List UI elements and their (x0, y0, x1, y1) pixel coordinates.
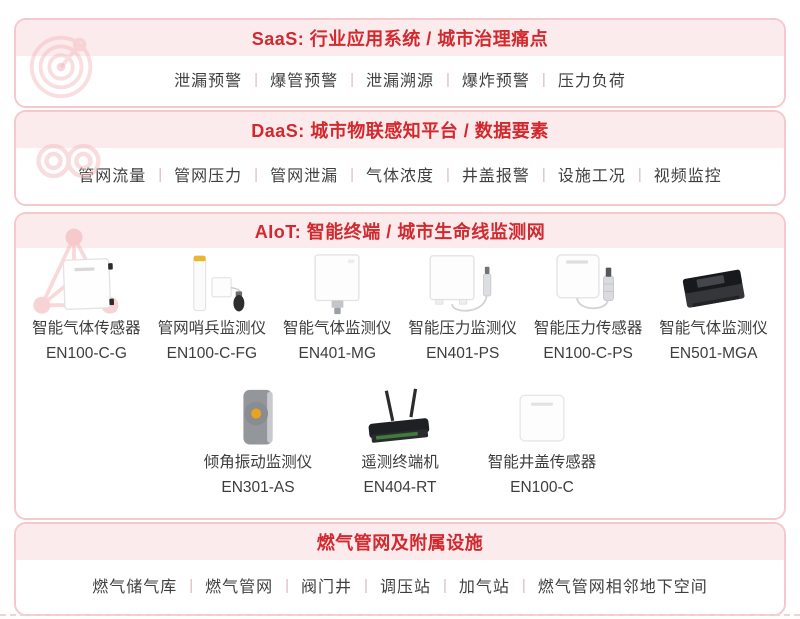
list-item: 泄漏溯源 (365, 73, 434, 90)
saas-title: SaaS: 行业应用系统 / 城市治理痛点 (251, 29, 549, 49)
list-item: 井盖报警 (461, 168, 530, 185)
product-model: EN100-C-PS (543, 345, 633, 362)
product-name: 管网哨兵监测仪 (157, 320, 267, 337)
product-card: 智能气体监测仪 EN401-MG (276, 254, 398, 366)
item-separator: | (350, 165, 354, 183)
list-item: 燃气管网 (205, 579, 274, 596)
product-model: EN401-MG (298, 345, 377, 362)
black-gas-monitor-image (653, 254, 775, 316)
item-separator: | (541, 165, 546, 183)
item-separator: | (285, 576, 290, 594)
item-separator: | (442, 576, 447, 594)
aiot-panel-header: AIoT: 智能终端 / 城市生命线监测网 (16, 214, 784, 248)
list-item: 燃气储气库 (92, 579, 178, 596)
product-card: 智能井盖传感器 EN100-C (476, 388, 608, 500)
product-card: 管网哨兵监测仪 EN100-C-FG (151, 254, 273, 366)
item-separator: | (158, 165, 163, 183)
item-separator: | (254, 165, 259, 183)
product-name: 智能压力监测仪 (408, 320, 517, 337)
list-item: 加气站 (458, 579, 510, 596)
daas-title: DaaS: 城市物联感知平台 / 数据要素 (251, 121, 549, 141)
product-model: EN100-C-G (45, 345, 127, 362)
list-item: 管网压力 (174, 168, 243, 185)
product-card: 智能气体监测仪 EN501-MGA (653, 254, 775, 366)
product-card: 智能压力传感器 EN100-C-PS (527, 254, 649, 366)
product-model: EN301-AS (221, 479, 295, 496)
list-item: 泄漏预警 (174, 73, 243, 90)
list-item: 视频监控 (653, 168, 722, 185)
tilt-vibration-monitor-image (192, 388, 324, 450)
saas-panel: SaaS: 行业应用系统 / 城市治理痛点 泄漏预警 | 爆管预警 | 泄漏溯源 | 爆炸预… (14, 18, 786, 108)
product-name: 智能井盖传感器 (487, 454, 597, 471)
item-separator: | (189, 576, 194, 594)
facilities-title: 燃气管网及附属设施 (316, 533, 484, 553)
list-item: 管网流量 (78, 168, 147, 185)
aiot-product-row-2: 倾角振动监测仪 EN301-AS 遥测终端机 EN404-RT 智能井盖传感器 EN100… (16, 388, 784, 500)
facilities-panel-header: 燃气管网及附属设施 (16, 524, 784, 560)
list-item: 阀门井 (301, 579, 353, 596)
list-item: 燃气管网相邻地下空间 (537, 579, 708, 596)
item-separator: | (446, 70, 450, 88)
list-item: 管网泄漏 (270, 168, 339, 185)
manhole-sensor-image (476, 388, 608, 450)
saas-items: 泄漏预警 | 爆管预警 | 泄漏溯源 | 爆炸预警 | 压力负荷 (16, 56, 784, 102)
product-card: 遥测终端机 EN404-RT (334, 388, 466, 500)
daas-panel-header: DaaS: 城市物联感知平台 / 数据要素 (16, 112, 784, 148)
product-name: 倾角振动监测仪 (203, 454, 313, 471)
product-name: 智能气体传感器 (32, 320, 141, 337)
product-name: 智能气体监测仪 (659, 320, 768, 337)
aiot-panel: AIoT: 智能终端 / 城市生命线监测网 智能气体传感器 EN100-C-G 管网… (14, 212, 786, 520)
list-item: 爆炸预警 (461, 73, 530, 90)
item-separator: | (541, 70, 546, 88)
pipeline-sentinel-image (151, 254, 273, 316)
saas-panel-header: SaaS: 行业应用系统 / 城市治理痛点 (16, 20, 784, 56)
daas-panel: DaaS: 城市物联感知平台 / 数据要素 管网流量 | 管网压力 | 管网泄漏 | 气体浓… (14, 110, 786, 206)
list-item: 气体浓度 (365, 168, 434, 185)
aiot-product-row-1: 智能气体传感器 EN100-C-G 管网哨兵监测仪 EN100-C-FG 智能气体监测仪… (16, 254, 784, 366)
product-model: EN100-C-FG (166, 345, 258, 362)
product-model: EN100-C (510, 479, 574, 496)
product-card: 倾角振动监测仪 EN301-AS (192, 388, 324, 500)
item-separator: | (254, 70, 259, 88)
list-item: 压力负荷 (557, 73, 626, 90)
item-separator: | (637, 165, 642, 183)
pressure-sensor-image (527, 254, 649, 316)
pressure-monitor-image (402, 254, 524, 316)
list-item: 设施工况 (557, 168, 626, 185)
aiot-title: AIoT: 智能终端 / 城市生命线监测网 (254, 222, 546, 242)
item-separator: | (521, 576, 526, 594)
gas-monitor-image (276, 254, 398, 316)
product-name: 遥测终端机 (361, 454, 439, 471)
product-card: 智能气体传感器 EN100-C-G (25, 254, 147, 366)
product-model: EN404-RT (363, 479, 437, 496)
product-model: EN501-MGA (669, 345, 758, 362)
telemetry-router-image (334, 388, 466, 450)
item-separator: | (350, 70, 354, 88)
facilities-panel: 燃气管网及附属设施 燃气储气库 | 燃气管网 | 阀门井 | 调压站 | 加气站 | 燃气管网相邻地… (14, 522, 786, 616)
product-model: EN401-PS (426, 345, 500, 362)
item-separator: | (364, 576, 368, 594)
list-item: 爆管预警 (270, 73, 339, 90)
bottom-dashed-divider (0, 614, 800, 616)
list-item: 调压站 (379, 579, 431, 596)
product-name: 智能压力传感器 (533, 320, 643, 337)
product-name: 智能气体监测仪 (283, 320, 392, 337)
facilities-items: 燃气储气库 | 燃气管网 | 阀门井 | 调压站 | 加气站 | 燃气管网相邻地下空间 (16, 560, 784, 610)
product-card: 智能压力监测仪 EN401-PS (402, 254, 524, 366)
gas-sensor-box-image (25, 254, 147, 316)
item-separator: | (446, 165, 450, 183)
daas-items: 管网流量 | 管网压力 | 管网泄漏 | 气体浓度 | 井盖报警 | 设施工况 | 视频监控 (16, 148, 784, 200)
